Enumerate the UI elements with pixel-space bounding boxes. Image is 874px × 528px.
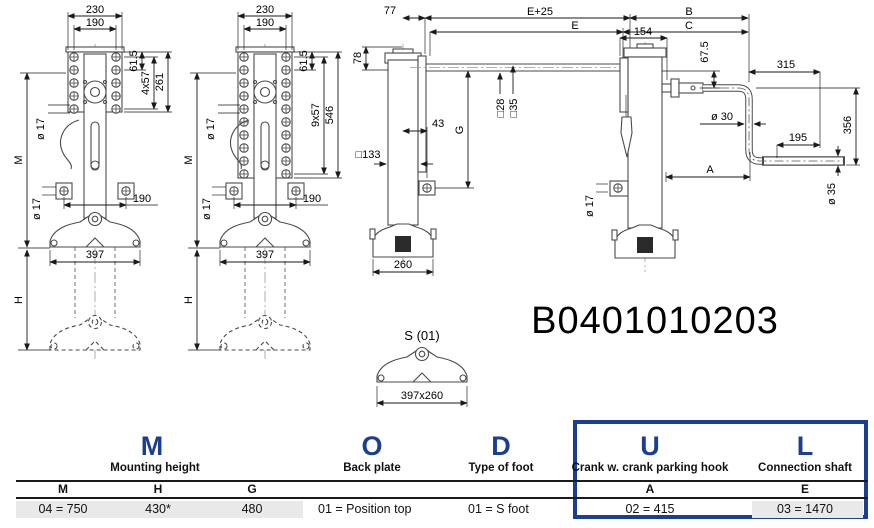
foot-side [611, 224, 679, 259]
dim-label-315: 315 [777, 59, 795, 71]
foot-extended [219, 314, 311, 351]
column-title-type-of-foot: Type of foot [468, 462, 534, 474]
drawing-side-view: 77 78 E+25 E □28 □35 43 G □133 260 [352, 5, 750, 276]
dim-label-dia17-top: ø 17 [205, 118, 217, 140]
foot-side [369, 223, 437, 258]
dim-label-C: C [685, 20, 693, 32]
dim-label-43: 43 [432, 118, 444, 130]
dimensions [596, 35, 860, 193]
foot-detail-label: S (01) [404, 328, 439, 343]
value-crank: 02 = 415 [625, 502, 675, 516]
dim-label-sq133: □133 [356, 149, 381, 161]
dim-label-dia17-bottom: ø 17 [31, 198, 43, 220]
dim-label-B: B [685, 6, 692, 18]
crank-handle [703, 84, 845, 166]
dim-label-H: H [13, 296, 25, 304]
dim-label-dia17-bottom: ø 17 [201, 198, 213, 220]
column-letter-U: U [640, 431, 660, 461]
dim-label-M: M [183, 155, 195, 164]
column-letter-M: M [140, 431, 164, 461]
dim-label-546: 546 [324, 106, 336, 124]
dim-label-230: 230 [86, 4, 104, 16]
dim-label-261: 261 [154, 73, 166, 91]
crank-hook [230, 119, 250, 170]
dim-label-190: 190 [256, 17, 274, 29]
dim-label-dia35: ø 35 [826, 183, 838, 205]
subcol-M: M [58, 482, 68, 496]
dim-label-sq28: □28 [495, 99, 507, 118]
subcol-G: G [247, 482, 257, 496]
column-letter-L: L [796, 431, 814, 461]
dim-label-67-5: 67.5 [699, 41, 711, 62]
gearbox [82, 79, 108, 105]
column-title-back-plate: Back plate [343, 462, 401, 474]
column-title-mounting-height: Mounting height [110, 462, 200, 474]
drawing-crank-view: B C 154 67.5 315 ø 30 195 356 A ø 35 ø 1… [584, 6, 860, 272]
row-highlight-right [752, 501, 863, 518]
table-rule-bottom [16, 497, 868, 499]
technical-drawing: 230 190 61.5 4x57 261 ø 17 M ø 17 190 39… [13, 4, 860, 407]
dim-label-61-5: 61.5 [298, 50, 310, 71]
dim-label-195: 195 [789, 132, 807, 144]
dim-label-78: 78 [352, 52, 364, 64]
dimensions [188, 12, 342, 351]
column-letter-O: O [361, 431, 383, 461]
crank-hook [60, 119, 80, 170]
subcol-H: H [153, 482, 163, 496]
dim-label-397: 397 [86, 249, 104, 261]
value-mounting-M: 04 = 750 [38, 502, 88, 516]
foot-detail-drawing [376, 346, 468, 383]
dim-label-356: 356 [842, 116, 854, 134]
drawing-front-tall: 230 190 61.5 9x57 546 ø 17 M ø 17 190 39… [183, 4, 342, 360]
dim-label-397: 397 [256, 249, 274, 261]
dim-label-190-lower: 190 [303, 193, 321, 205]
table-rule-top [16, 480, 868, 482]
foot-retracted [219, 211, 311, 248]
column-title-crank: Crank w. crank parking hook [571, 462, 729, 474]
foot-retracted [49, 211, 141, 248]
dim-label-E25: E+25 [527, 6, 553, 18]
dim-label-9x57: 9x57 [310, 103, 322, 127]
value-type-of-foot: 01 = S foot [468, 502, 529, 516]
dim-label-sq35: □35 [508, 99, 520, 118]
dim-label-260: 260 [394, 259, 412, 271]
gearbox [252, 79, 278, 105]
foot-extended [49, 314, 141, 351]
dim-label-154: 154 [634, 26, 652, 38]
dim-label-E: E [571, 20, 578, 32]
subcol-E: E [800, 482, 809, 496]
hanging-crank-hook [620, 116, 633, 158]
order-code-table: M O D U L Mounting height Back plate Typ… [0, 418, 874, 528]
dim-label-4x57: 4x57 [140, 71, 152, 95]
drawing-front-short: 230 190 61.5 4x57 261 ø 17 M ø 17 190 39… [13, 4, 172, 360]
back-plate [417, 55, 427, 173]
highlight-box [573, 420, 868, 519]
value-back-plate: 01 = Position top [318, 502, 412, 516]
crank-axle [661, 78, 704, 98]
part-number: B0401010203 [531, 300, 779, 342]
dim-label-190: 190 [86, 17, 104, 29]
column-title-connection-shaft: Connection shaft [758, 462, 852, 474]
dim-label-M: M [13, 155, 25, 164]
foot-detail-size: 397x260 [401, 390, 443, 402]
dim-label-dia17: ø 17 [584, 195, 596, 217]
dim-label-77: 77 [384, 5, 396, 17]
dim-label-dia30: ø 30 [711, 111, 733, 123]
value-mounting-H: 430* [145, 502, 171, 516]
dim-label-dia17-top: ø 17 [35, 118, 47, 140]
column-letter-D: D [491, 431, 511, 461]
dimensions [18, 12, 172, 351]
dim-label-61-5: 61.5 [128, 50, 140, 71]
dim-label-190-lower: 190 [133, 193, 151, 205]
subcol-A: A [645, 482, 655, 496]
foot-detail: S (01) 397x260 [376, 328, 468, 407]
dim-label-H: H [183, 296, 195, 304]
dim-label-G: G [454, 126, 466, 135]
value-connection-shaft: 03 = 1470 [777, 502, 833, 516]
dim-label-230: 230 [256, 4, 274, 16]
row-highlight-left [16, 501, 303, 518]
value-mounting-G: 480 [241, 502, 263, 516]
dim-label-A: A [706, 164, 714, 176]
